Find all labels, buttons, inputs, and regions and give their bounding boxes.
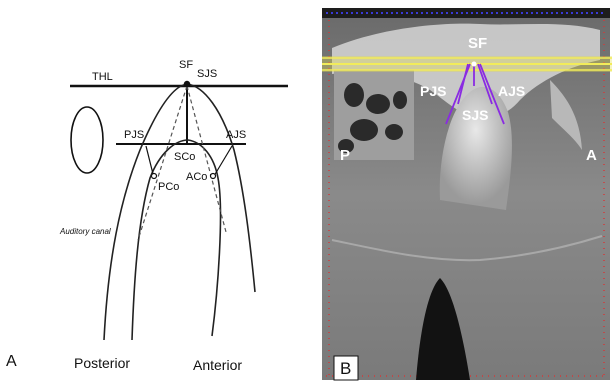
ct-pjs-label: PJS [420,83,446,99]
ajs-label: AJS [226,129,246,141]
ct-posterior-label: P [340,147,350,164]
panel-b-letter: B [340,359,351,378]
aco-label: ACo [186,171,207,183]
pco-point [152,174,157,179]
panel-a-letter: A [6,353,17,370]
ct-anterior-label: A [586,147,597,164]
air-cell [344,83,364,107]
panel-b-svg: SF PJS SJS AJS P A B [320,0,613,382]
fossa-contour [104,84,255,340]
ct-sjs-label: SJS [462,107,488,123]
sf-point [472,62,477,67]
sco-label: SCo [174,151,195,163]
thl-label: THL [92,71,113,83]
posterior-tangent [138,86,187,240]
sjs-label: SJS [197,68,217,80]
auditory-canal-label: Auditory canal [59,227,111,236]
air-cell [385,124,403,140]
ct-sf-label: SF [468,35,487,52]
anterior-label: Anterior [193,357,242,373]
pjs-label: PJS [124,129,144,141]
pco-label: PCo [158,181,179,193]
posterior-label: Posterior [74,355,130,371]
auditory-canal-ellipse [71,107,103,173]
panel-b-ct-scan: SF PJS SJS AJS P A B [320,0,613,382]
ajs-connector [214,146,232,176]
panel-a-svg: THL SF SJS PJS AJS SCo PCo ACo Auditory … [0,0,318,382]
condyle-contour [132,140,220,340]
sf-label: SF [179,59,193,71]
aco-point [211,174,216,179]
air-cell [393,91,407,109]
air-cell [350,119,378,141]
air-cell [366,94,390,114]
panel-a-diagram: THL SF SJS PJS AJS SCo PCo ACo Auditory … [0,0,318,382]
sf-point [184,81,190,87]
ct-ajs-label: AJS [498,83,525,99]
